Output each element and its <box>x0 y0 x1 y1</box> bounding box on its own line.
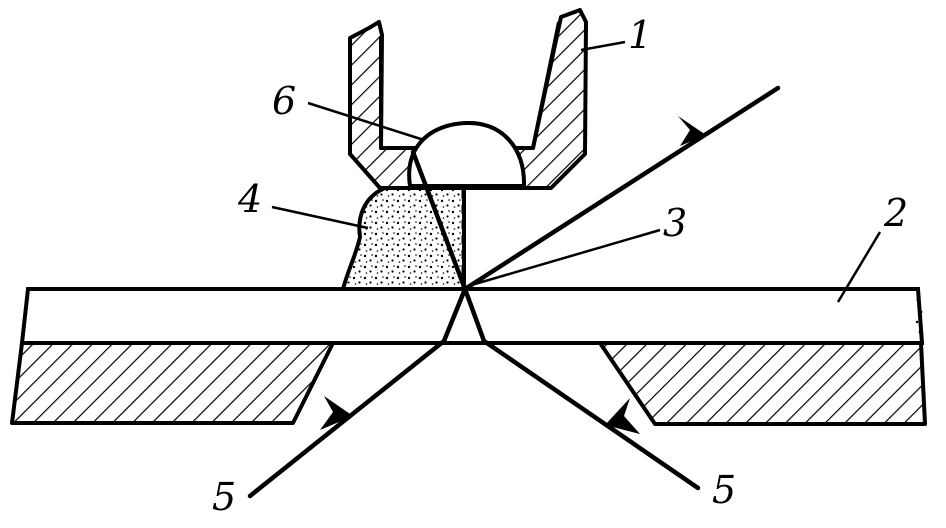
plate-edge-speckle <box>915 298 923 334</box>
leader-6 <box>307 101 425 142</box>
leader-4 <box>271 205 369 230</box>
leader-2 <box>836 231 882 303</box>
label-5-right: 5 <box>712 468 736 512</box>
arrowhead-reflected <box>678 116 706 146</box>
substrate-right-block <box>598 341 927 426</box>
label-1: 1 <box>628 13 652 57</box>
incident-ray-right <box>462 286 701 491</box>
arrowhead-left <box>320 396 353 430</box>
leader-1 <box>580 40 626 52</box>
lens-redraw-over-holder <box>407 120 527 188</box>
reflected-ray <box>462 85 781 292</box>
arrowhead-right <box>605 398 640 434</box>
transparent-plate <box>19 287 925 345</box>
label-4: 4 <box>237 177 262 221</box>
ray-arrowheads <box>320 116 706 434</box>
leader-lines <box>271 40 882 303</box>
leader-3 <box>474 228 661 286</box>
substrate-left-block <box>10 341 335 425</box>
label-3: 3 <box>663 201 687 245</box>
light-rays <box>247 85 781 499</box>
label-6: 6 <box>272 79 296 123</box>
incident-ray-left <box>247 286 468 499</box>
ray-through-lens <box>410 149 468 292</box>
label-2: 2 <box>883 191 908 235</box>
label-5-left: 5 <box>212 475 236 519</box>
